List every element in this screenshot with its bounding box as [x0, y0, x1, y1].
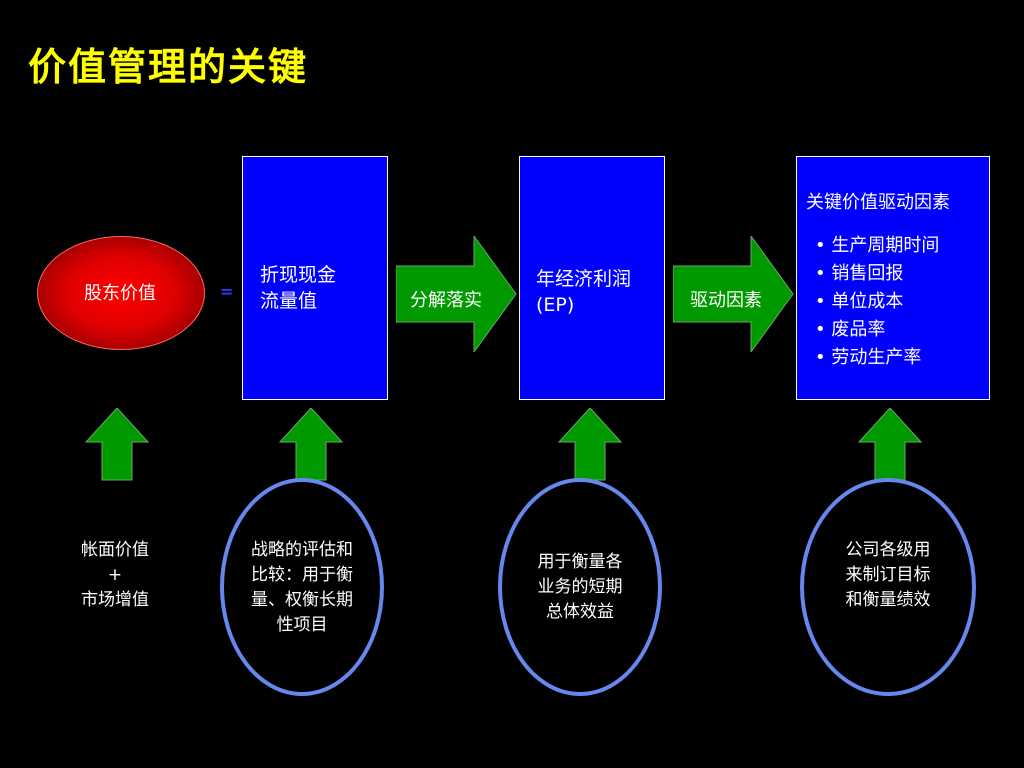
short-term-text: 用于衡量各 业务的短期 总体效益 [537, 552, 623, 622]
driver-item: 销售回报 [815, 260, 939, 288]
shareholder-value-ellipse [37, 236, 205, 350]
up-arrow-2 [278, 408, 344, 481]
shareholder-value-label: 股东价值 [84, 283, 156, 304]
driver-item: 单位成本 [815, 288, 939, 316]
value-drivers-title: 关键价值驱动因素 [806, 192, 950, 213]
driver-item: 废品率 [815, 316, 939, 344]
strategy-oval [220, 478, 384, 696]
decompose-label: 分解落实 [410, 290, 482, 311]
up-arrow-1 [84, 408, 150, 481]
targets-oval [800, 478, 976, 696]
drive-label: 驱动因素 [690, 290, 762, 311]
dcf-label: 折现现金 流量值 [260, 264, 337, 312]
drive-arrow [673, 236, 794, 352]
equals-sign: = [220, 282, 234, 301]
up-arrow-3 [557, 408, 623, 481]
strategy-text: 战略的评估和 比较：用于衡 量、权衡长期 性项目 [251, 540, 353, 635]
page-title: 价值管理的关键 [28, 44, 309, 89]
driver-item: 生产周期时间 [815, 232, 939, 260]
value-drivers-list: 生产周期时间 销售回报 单位成本 废品率 劳动生产率 [815, 232, 939, 372]
dcf-box [242, 156, 388, 400]
short-term-oval [498, 478, 662, 696]
decompose-arrow [396, 236, 517, 352]
ep-label: 年经济利润 (EP) [536, 268, 632, 316]
ep-box [519, 156, 665, 400]
book-value-text: 帐面价值 + 市场增值 [81, 540, 149, 610]
up-arrow-4 [857, 408, 923, 481]
driver-item: 劳动生产率 [815, 344, 939, 372]
targets-text: 公司各级用 来制订目标 和衡量绩效 [845, 540, 931, 610]
